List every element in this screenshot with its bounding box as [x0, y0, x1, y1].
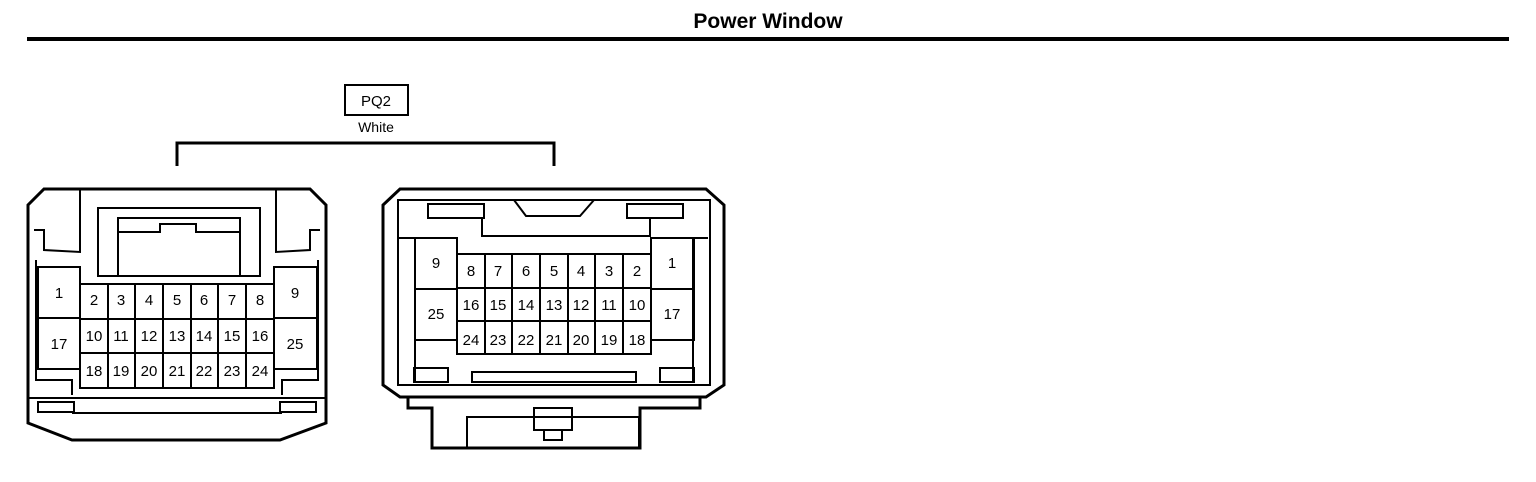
pin-label: 15 — [224, 328, 241, 345]
pin-label: 11 — [601, 297, 617, 314]
pin-label: 25 — [287, 336, 304, 353]
pin-label: 7 — [228, 292, 236, 309]
pin-label: 4 — [145, 292, 153, 309]
pin-label: 15 — [490, 297, 507, 314]
pin-label: 18 — [629, 332, 646, 349]
pin-label: 2 — [90, 292, 98, 309]
connector-color: White — [358, 119, 394, 135]
pin-label: 1 — [668, 255, 676, 272]
left-connector-cavities — [37, 266, 318, 389]
pin-label: 6 — [522, 263, 530, 280]
pin-label: 7 — [494, 263, 502, 280]
pin-label: 10 — [629, 297, 646, 314]
pin-label: 11 — [113, 328, 129, 345]
connector-code-box — [344, 84, 409, 116]
bracket — [175, 141, 556, 166]
pin-label: 23 — [224, 363, 241, 380]
pin-label: 12 — [573, 297, 590, 314]
pin-label: 21 — [169, 363, 186, 380]
pin-label: 19 — [601, 332, 618, 349]
pin-label: 14 — [196, 328, 213, 345]
title-underline — [27, 37, 1509, 41]
pin-label: 5 — [550, 263, 558, 280]
pin-label: 5 — [173, 292, 181, 309]
right-connector-cavities — [414, 237, 695, 355]
connector-code: PQ2 — [361, 93, 391, 110]
pin-label: 17 — [51, 336, 68, 353]
pin-label: 24 — [252, 363, 269, 380]
pin-label: 20 — [141, 363, 158, 380]
pin-label: 22 — [518, 332, 535, 349]
pin-label: 6 — [200, 292, 208, 309]
pin-label: 16 — [463, 297, 480, 314]
pin-label: 19 — [113, 363, 130, 380]
pin-label: 4 — [577, 263, 585, 280]
pin-label: 25 — [428, 306, 445, 323]
pin-label: 21 — [546, 332, 563, 349]
pin-label: 24 — [463, 332, 480, 349]
pin-label: 13 — [546, 297, 563, 314]
pin-label: 16 — [252, 328, 269, 345]
pin-label: 12 — [141, 328, 158, 345]
pin-label: 20 — [573, 332, 590, 349]
pin-label: 1 — [55, 285, 63, 302]
pin-label: 14 — [518, 297, 535, 314]
page-title: Power Window — [693, 10, 843, 33]
left-connector-housing — [26, 187, 328, 442]
pin-label: 9 — [291, 285, 299, 302]
pin-label: 10 — [86, 328, 103, 345]
pin-label: 18 — [86, 363, 103, 380]
pin-label: 13 — [169, 328, 186, 345]
pin-label: 22 — [196, 363, 213, 380]
pin-label: 17 — [664, 306, 681, 323]
pin-label: 8 — [256, 292, 264, 309]
pin-label: 2 — [633, 263, 641, 280]
pin-label: 3 — [605, 263, 613, 280]
pin-label: 8 — [467, 263, 475, 280]
pin-label: 23 — [490, 332, 507, 349]
pin-label: 9 — [432, 255, 440, 272]
pin-label: 3 — [117, 292, 125, 309]
